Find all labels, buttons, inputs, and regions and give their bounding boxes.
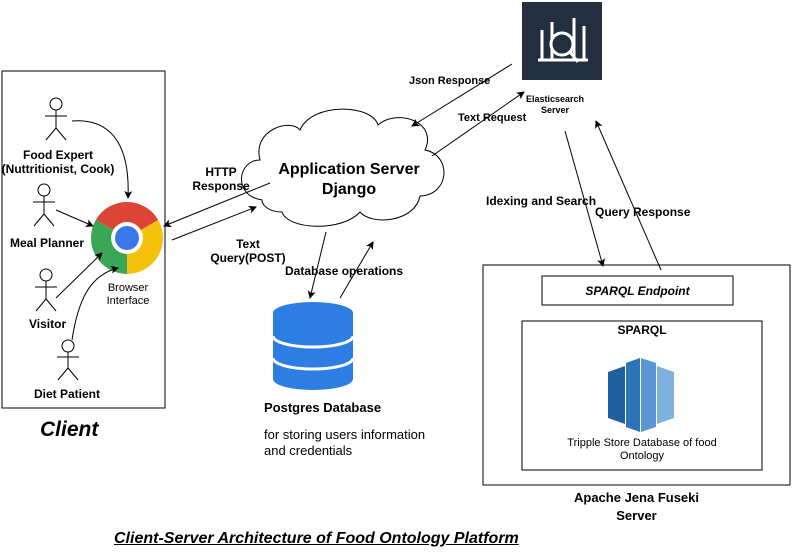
db-operations-label: Database operations [285,264,404,278]
query-response-label: Query Response [595,205,691,219]
database-title: Postgres Database [264,400,382,415]
food-expert-label: Food Expert (Nuttritionist, Cook) [1,148,115,176]
sparql-label: SPARQL [617,323,667,337]
elasticsearch-icon [522,2,602,80]
http-response-label: HTTP Response [192,165,250,193]
text-query-label: Text Query(POST) [210,237,286,265]
fuseki-server-box [482,264,791,486]
diet-patient-label: Diet Patient [34,387,101,401]
fuseki-server-title: Apache Jena Fuseki Server [574,490,699,523]
meal-planner-label: Meal Planner [10,236,85,250]
diagram-caption: Client-Server Architecture of Food Ontol… [114,530,519,547]
app-server-title: Application Server Django [278,161,420,198]
diet-patient-actor-icon [57,339,79,381]
visitor-label: Visitor [29,317,67,331]
elasticsearch-label: Elasticsearch Server [525,94,585,115]
food-expert-actor-icon [45,97,67,141]
text-request-label: Text Request [458,112,527,124]
client-title: Client [40,418,99,441]
visitor-actor-icon [35,268,57,312]
sparql-endpoint-box [541,275,734,306]
meal-planner-actor-icon [33,183,55,227]
indexing-search-label: Idexing and Search [486,194,597,208]
postgres-database-icon [271,302,355,390]
triple-store-label: Tripple Store Database of food Ontology [567,437,717,462]
database-description: for storing users information and creden… [264,427,426,458]
triple-store-database-icon [608,358,674,432]
chrome-browser-icon [90,201,164,274]
json-response-label: Json Response [409,75,491,87]
sparql-endpoint-label: SPARQL Endpoint [585,284,690,298]
app-server-cloud [241,108,445,227]
browser-interface-label: Browser Interface [106,282,150,307]
